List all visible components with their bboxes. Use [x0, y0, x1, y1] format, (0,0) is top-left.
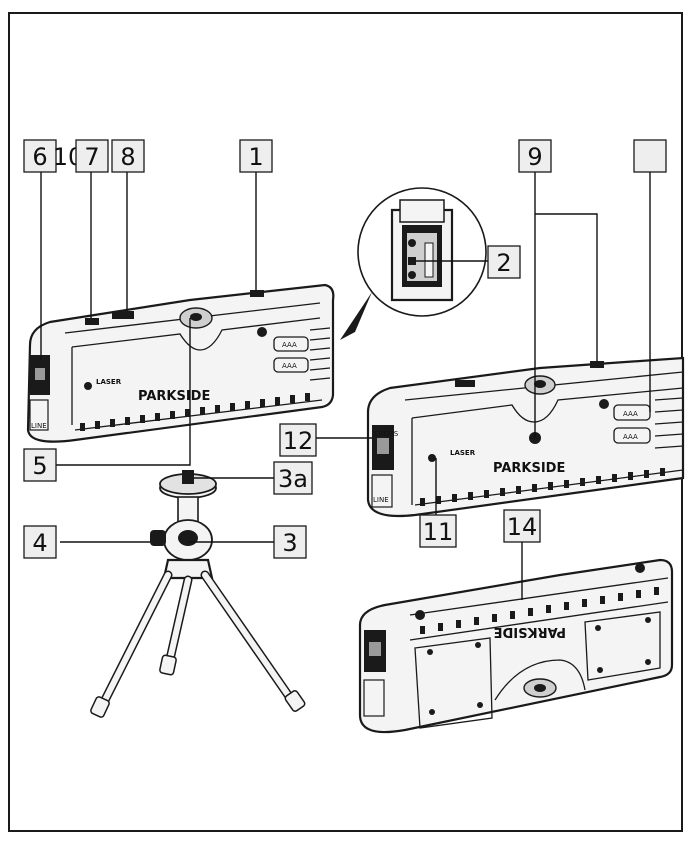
callout-9: 9: [518, 139, 552, 173]
line-label: LINE: [31, 422, 47, 430]
brand-logo-bottom: PARKSIDE: [494, 624, 566, 639]
callout-3: 3: [273, 525, 307, 559]
callout-2: 2: [487, 245, 521, 279]
callout-4: 4: [23, 525, 57, 559]
callout-5: 5: [23, 448, 57, 482]
cross-label: CROSS: [374, 430, 399, 438]
laser-label-left: LASER: [96, 378, 122, 386]
callout-7: 7: [75, 139, 109, 173]
callout-6: 6: [23, 139, 57, 173]
callout-8: 8: [111, 139, 145, 173]
top-button-7: [85, 318, 99, 325]
svg-text:7: 7: [84, 143, 99, 171]
svg-text:5: 5: [32, 452, 47, 480]
callout-14: 14: [503, 509, 541, 543]
callout-13: [633, 139, 667, 173]
tripod: [90, 470, 306, 718]
top-button-8: [112, 311, 134, 319]
svg-text:2: 2: [496, 249, 511, 277]
svg-text:4: 4: [32, 529, 47, 557]
laser-level-rear-view: PARKSIDE: [358, 558, 674, 734]
callout-12: 12: [279, 423, 317, 457]
laser-level-front-view: LINE LASER PARKSIDE AAA AAA: [26, 283, 335, 443]
svg-text:11: 11: [423, 518, 454, 546]
svg-text:9: 9: [527, 143, 542, 171]
svg-text:1: 1: [248, 143, 263, 171]
battery-label-right-a: AAA: [623, 410, 638, 418]
callout-11: 11: [419, 514, 457, 548]
line-label-right: LINE: [373, 496, 389, 504]
laser-aperture: [84, 382, 92, 390]
detail-magnifier: [340, 187, 487, 340]
callout-3a: 3a: [273, 461, 313, 495]
brand-logo-left: PARKSIDE: [138, 389, 210, 404]
svg-text:12: 12: [283, 427, 314, 455]
laser-aperture-right: [428, 454, 436, 462]
brand-logo-right: PARKSIDE: [493, 461, 565, 476]
svg-text:6: 6: [32, 143, 47, 171]
battery-label-b: AAA: [282, 362, 297, 370]
svg-text:3: 3: [282, 529, 297, 557]
battery-label-right-b: AAA: [623, 433, 638, 441]
screw-icon: [257, 327, 267, 337]
laser-level-right-view: LINE CROSS LASER PARKSIDE AAA AAA: [366, 356, 685, 518]
svg-text:14: 14: [507, 513, 538, 541]
battery-label-a: AAA: [282, 341, 297, 349]
svg-text:3a: 3a: [278, 465, 308, 493]
svg-text:8: 8: [120, 143, 135, 171]
laser-label-right: LASER: [450, 449, 476, 457]
top-marker-1: [250, 290, 264, 297]
leader-lines: [40, 170, 651, 600]
callout-1: 1: [239, 139, 273, 173]
